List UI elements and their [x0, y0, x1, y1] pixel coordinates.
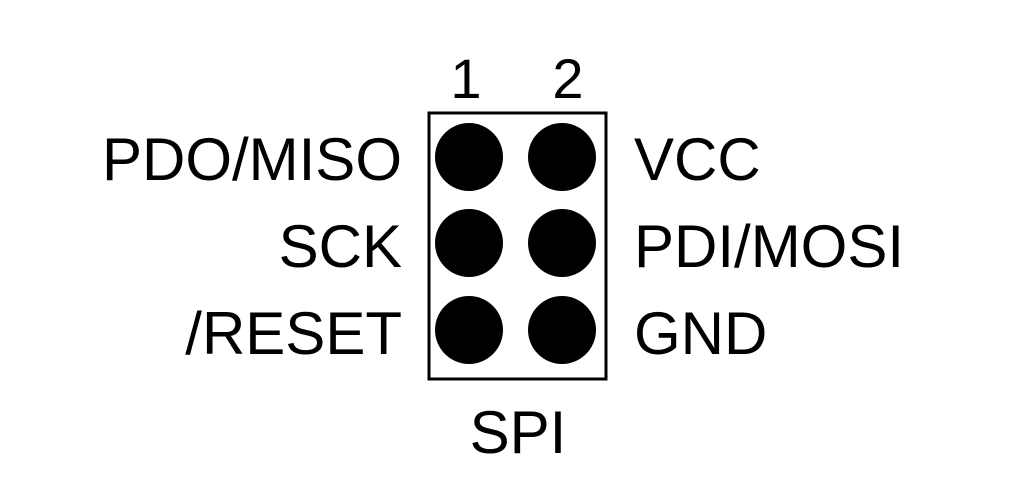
pin-reset	[435, 296, 503, 364]
pin-number-1: 1	[450, 47, 481, 110]
connector-label-spi: SPI	[470, 399, 567, 466]
pin-mosi	[528, 209, 596, 277]
pin-sck	[435, 209, 503, 277]
label-pdo-miso: PDO/MISO	[102, 126, 402, 193]
label-reset: /RESET	[185, 300, 402, 367]
label-pdi-mosi: PDI/MOSI	[634, 213, 904, 280]
pin-grid	[435, 123, 596, 364]
pin-miso	[435, 123, 503, 191]
pin-vcc	[528, 123, 596, 191]
pin-number-2: 2	[552, 47, 583, 110]
label-gnd: GND	[634, 300, 767, 367]
pin-gnd	[528, 296, 596, 364]
connector-outline	[427, 111, 608, 381]
label-sck: SCK	[279, 213, 402, 280]
label-vcc: VCC	[634, 126, 761, 193]
